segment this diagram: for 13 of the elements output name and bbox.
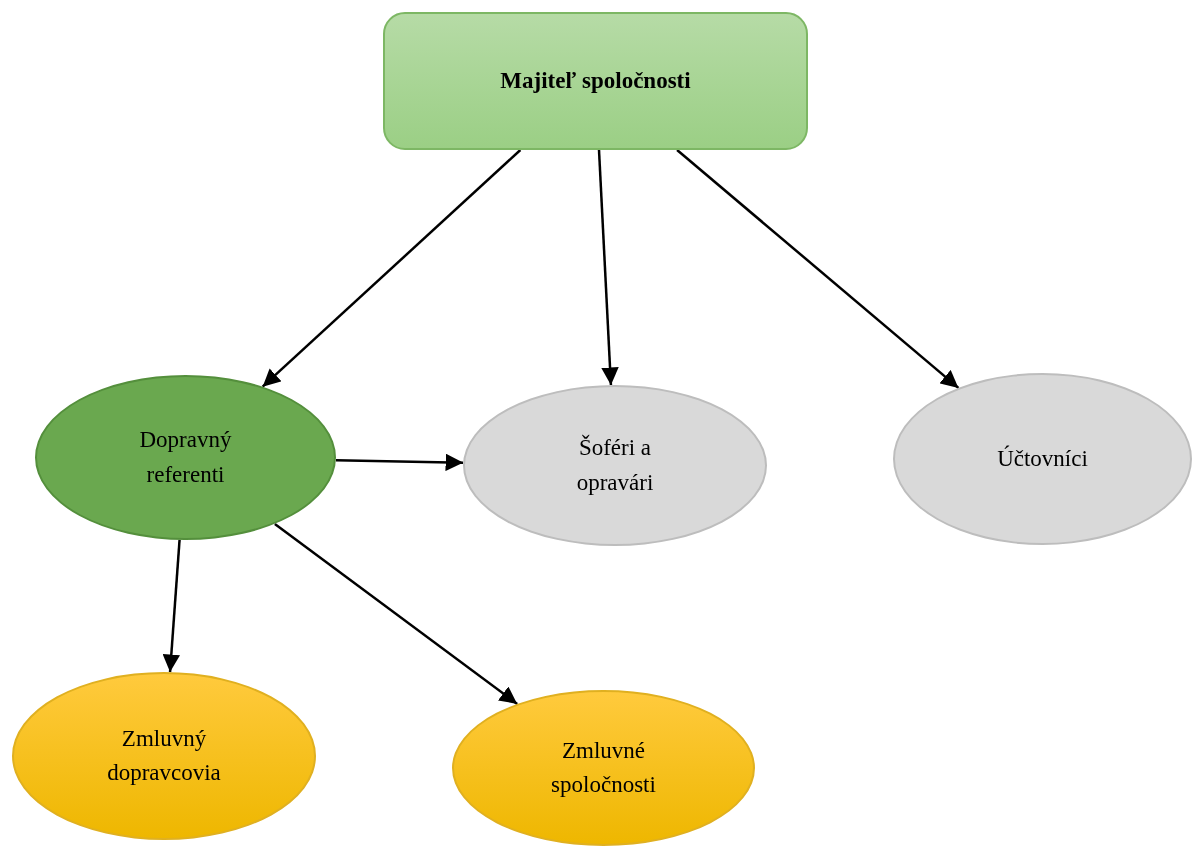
arrow xyxy=(676,149,960,389)
node-label: Zmluvný dopravcovia xyxy=(106,724,222,787)
node-label: Majiteľ spoločnosti xyxy=(500,66,691,95)
rounded-box xyxy=(383,12,808,150)
arrow xyxy=(335,453,464,472)
arrow xyxy=(597,149,619,386)
node-label: Zmluvné spoločnosti xyxy=(550,736,657,799)
node-label: Dopravný referenti xyxy=(138,426,233,489)
arrow xyxy=(162,539,181,673)
arrow xyxy=(261,149,522,388)
node-label: Účtovníci xyxy=(997,444,1088,473)
arrow xyxy=(274,522,518,705)
node-label: Šoféri a opravári xyxy=(575,433,655,497)
